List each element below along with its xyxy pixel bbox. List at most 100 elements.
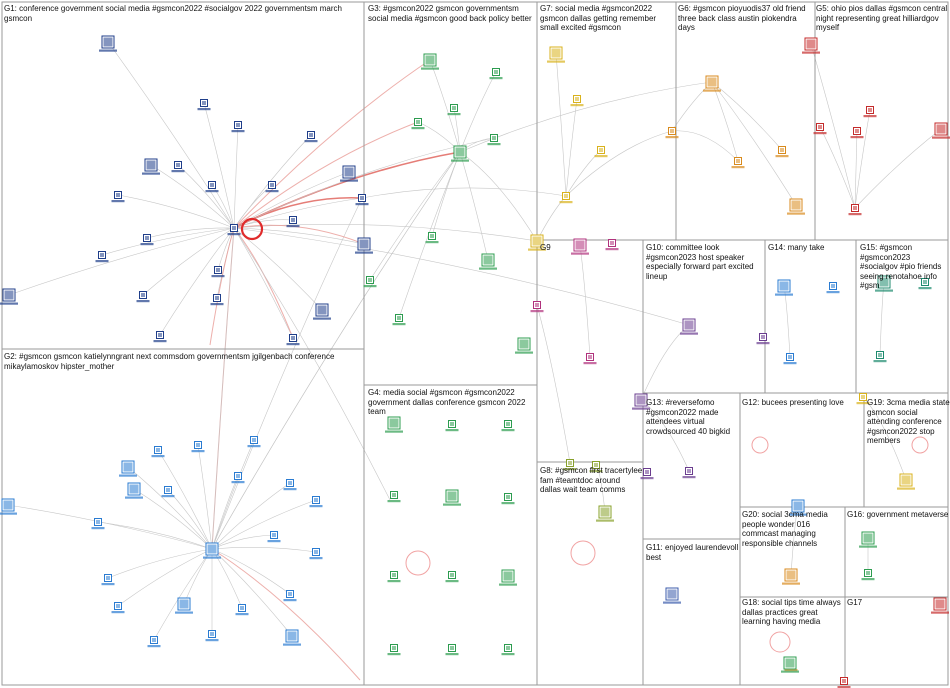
- vertex-avatar: [599, 148, 603, 152]
- vertex: [205, 181, 219, 193]
- vertex-label-mark: [161, 495, 175, 498]
- vertex: [340, 165, 358, 182]
- edge: [101, 227, 235, 256]
- vertex-avatar: [564, 194, 568, 198]
- vertex-label-mark: [0, 302, 18, 305]
- vertex-label-mark: [95, 260, 109, 263]
- vertex-label-mark: [547, 60, 565, 63]
- group-label-g2: G2: #gsmcon gsmcon katielynngrant next c…: [4, 352, 335, 371]
- vertex: [663, 587, 681, 604]
- vertex: [147, 636, 161, 648]
- vertex: [530, 301, 544, 313]
- vertex-avatar: [667, 589, 677, 599]
- vertex-avatar: [568, 461, 572, 465]
- vertex: [286, 216, 300, 228]
- vertex-label-mark: [479, 267, 497, 270]
- edge: [7, 504, 213, 550]
- vertex: [283, 479, 297, 491]
- vertex-label-mark: [203, 556, 221, 559]
- vertex-avatar: [272, 533, 276, 537]
- vertex-label-mark: [0, 512, 17, 515]
- vertex-avatar: [397, 316, 401, 320]
- vertex-avatar: [252, 438, 256, 442]
- vertex: [161, 486, 175, 498]
- vertex: [175, 597, 193, 614]
- vertex-avatar: [450, 646, 454, 650]
- vertex-avatar: [791, 200, 801, 210]
- edge: [233, 197, 363, 229]
- vertex-avatar: [594, 463, 598, 467]
- vertex: [487, 134, 501, 146]
- edge: [233, 227, 690, 326]
- vertex-label-mark: [136, 300, 150, 303]
- vertex-avatar: [179, 599, 189, 609]
- vertex-avatar: [287, 631, 297, 641]
- self-loop: [911, 436, 929, 454]
- vertex: [392, 314, 406, 326]
- edge: [146, 227, 235, 239]
- vertex-label-mark: [863, 115, 877, 118]
- vertex-label-mark: [142, 172, 160, 175]
- vertex: [355, 237, 373, 254]
- vertex: [563, 459, 577, 471]
- vertex: [355, 194, 369, 206]
- vertex-label-mark: [775, 293, 793, 296]
- vertex-avatar: [288, 481, 292, 485]
- vertex-avatar: [535, 303, 539, 307]
- edge: [854, 109, 871, 209]
- vertex-label-mark: [91, 527, 105, 530]
- self-loop: [751, 436, 769, 454]
- vertex: [153, 331, 167, 343]
- vertex-avatar: [786, 570, 796, 580]
- vertex-label-mark: [682, 476, 696, 479]
- group-label-g19: G19: 3cma media state gsmcon social atte…: [867, 398, 950, 445]
- vertex: [479, 253, 497, 270]
- vertex-avatar: [141, 293, 145, 297]
- vertex-label-mark: [140, 243, 154, 246]
- vertex: [501, 493, 515, 505]
- vertex-label-mark: [286, 225, 300, 228]
- group-label-g13: G13: #reversefomo #gsmcon2022 made atten…: [646, 398, 731, 436]
- group-label-g16: G16: government metaverse: [847, 510, 949, 519]
- vertex: [425, 232, 439, 244]
- vertex-avatar: [483, 255, 493, 265]
- vertex-label-mark: [211, 275, 225, 278]
- vertex-label-mark: [340, 179, 358, 182]
- vertex: [931, 597, 949, 614]
- vertex-label-mark: [515, 351, 533, 354]
- edge: [211, 547, 317, 553]
- vertex: [848, 204, 862, 216]
- vertex-label-mark: [147, 645, 161, 648]
- vertex-label-mark: [304, 140, 318, 143]
- vertex-avatar: [878, 353, 882, 357]
- vertex: [501, 420, 515, 432]
- vertex: [387, 571, 401, 583]
- vertex-avatar: [270, 183, 274, 187]
- vertex-avatar: [314, 498, 318, 502]
- vertex: [731, 157, 745, 169]
- vertex-avatar: [236, 474, 240, 478]
- vertex-avatar: [344, 167, 354, 177]
- group-panel: [536, 461, 644, 686]
- edge: [211, 227, 235, 550]
- vertex: [837, 677, 851, 688]
- vertex-label-mark: [197, 108, 211, 111]
- edge: [127, 466, 213, 550]
- group-label-g17: G17: [847, 598, 863, 607]
- vertex: [571, 238, 589, 255]
- vertex-label-mark: [309, 505, 323, 508]
- vertex-avatar: [863, 533, 873, 543]
- edge: [107, 41, 235, 229]
- vertex-label-mark: [111, 611, 125, 614]
- vertex-avatar: [240, 606, 244, 610]
- edge: [211, 534, 275, 550]
- group-panel: [1, 348, 365, 686]
- edge: [810, 43, 856, 209]
- vertex: [445, 420, 459, 432]
- edge: [671, 81, 713, 132]
- edge: [150, 164, 235, 229]
- vertex-avatar: [430, 234, 434, 238]
- group-panel: [764, 239, 857, 394]
- vertex-label-mark: [411, 127, 425, 130]
- edge: [459, 151, 489, 261]
